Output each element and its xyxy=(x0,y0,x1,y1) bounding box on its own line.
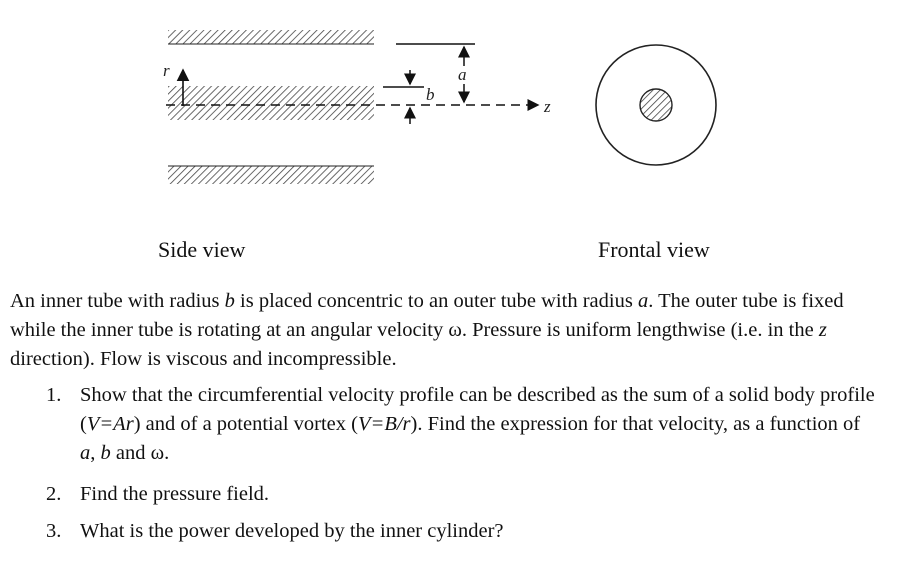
question-list: 1.Show that the circumferential velocity… xyxy=(0,381,900,546)
question-number: 1. xyxy=(46,384,62,406)
outer-tube-bottom-wall xyxy=(168,166,374,184)
b-label: b xyxy=(426,85,435,104)
side-view-caption: Side view xyxy=(158,237,246,262)
outer-tube-circle xyxy=(595,44,717,166)
question-item: 3.What is the power developed by the inn… xyxy=(0,517,880,546)
frontal-view xyxy=(595,44,717,166)
tube-diagram: r z a b xyxy=(163,30,717,184)
inner-tube xyxy=(168,86,374,120)
frontal-view-caption: Frontal view xyxy=(598,237,710,262)
problem-statement: An inner tube with radius b is placed co… xyxy=(10,290,844,370)
question-number: 3. xyxy=(46,520,62,542)
question-item: 2.Find the pressure field. xyxy=(0,480,880,509)
question-number: 2. xyxy=(46,483,62,505)
r-label: r xyxy=(163,61,170,80)
side-view: r z a b xyxy=(163,30,551,184)
z-label: z xyxy=(543,97,551,116)
inner-tube-circle xyxy=(639,88,673,122)
question-item: 1.Show that the circumferential velocity… xyxy=(0,381,880,468)
a-label: a xyxy=(458,65,467,84)
outer-tube-top-wall xyxy=(168,30,374,44)
